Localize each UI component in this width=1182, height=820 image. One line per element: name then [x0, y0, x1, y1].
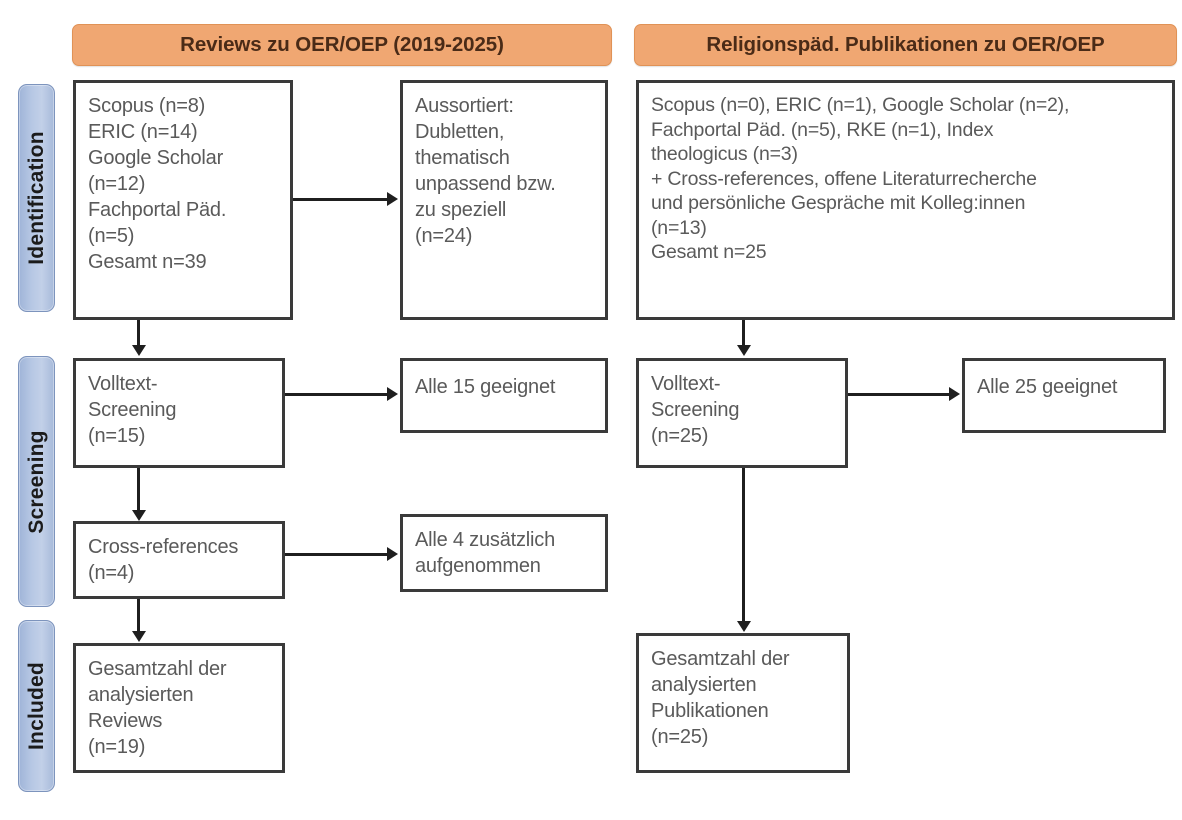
box-right-screening-result: Alle 25 geeignet [962, 358, 1166, 433]
arrowhead-left-crossrefs-to-result [387, 547, 398, 561]
connector-left-crossrefs-to-result [285, 553, 387, 556]
box-left-screening-text: Volltext- Screening (n=15) [88, 373, 177, 447]
arrowhead-right-screening-to-result [949, 387, 960, 401]
connector-right-ident-to-screening [742, 320, 745, 347]
column-header-publikationen: Religionspäd. Publikationen zu OER/OEP [634, 24, 1177, 66]
box-left-crossrefs-text: Cross-references (n=4) [88, 536, 239, 584]
stage-bar-included: Included [18, 620, 55, 792]
connector-right-screening-to-included [742, 468, 745, 623]
arrowhead-right-ident-to-screening [737, 345, 751, 356]
column-header-publikationen-label: Religionspäd. Publikationen zu OER/OEP [706, 33, 1105, 56]
connector-right-screening-to-result [848, 393, 949, 396]
box-left-excluded-text: Aussortiert: Dubletten, thematisch unpas… [415, 95, 556, 247]
box-right-identification-text: Scopus (n=0), ERIC (n=1), Google Scholar… [651, 94, 1070, 264]
box-left-identification-text: Scopus (n=8) ERIC (n=14) Google Scholar … [88, 95, 227, 273]
stage-label-identification: Identification [24, 131, 48, 265]
connector-left-screening-to-crossrefs [137, 468, 140, 512]
stage-bar-identification: Identification [18, 84, 55, 312]
connector-left-ident-to-excluded [293, 198, 387, 201]
box-left-crossrefs: Cross-references (n=4) [73, 521, 285, 599]
arrowhead-left-ident-to-screening [132, 345, 146, 356]
arrowhead-right-screening-to-included [737, 621, 751, 632]
box-right-identification: Scopus (n=0), ERIC (n=1), Google Scholar… [636, 80, 1175, 320]
arrowhead-left-screening-to-result [387, 387, 398, 401]
box-left-screening: Volltext- Screening (n=15) [73, 358, 285, 468]
box-left-included-text: Gesamtzahl der analysierten Reviews (n=1… [88, 658, 227, 758]
box-left-screening-result: Alle 15 geeignet [400, 358, 608, 433]
box-right-included-text: Gesamtzahl der analysierten Publikatione… [651, 648, 790, 748]
column-header-reviews: Reviews zu OER/OEP (2019-2025) [72, 24, 612, 66]
arrowhead-left-ident-to-excluded [387, 192, 398, 206]
box-right-screening-result-text: Alle 25 geeignet [977, 376, 1118, 398]
connector-left-ident-to-screening [137, 320, 140, 347]
box-left-screening-result-text: Alle 15 geeignet [415, 376, 556, 398]
box-right-screening-text: Volltext- Screening (n=25) [651, 373, 740, 447]
connector-left-screening-to-result [285, 393, 387, 396]
column-header-reviews-label: Reviews zu OER/OEP (2019-2025) [180, 33, 504, 56]
box-right-included: Gesamtzahl der analysierten Publikatione… [636, 633, 850, 773]
stage-bar-screening: Screening [18, 356, 55, 607]
box-left-identification: Scopus (n=8) ERIC (n=14) Google Scholar … [73, 80, 293, 320]
connector-left-crossrefs-to-included [137, 599, 140, 633]
arrowhead-left-crossrefs-to-included [132, 631, 146, 642]
box-left-included: Gesamtzahl der analysierten Reviews (n=1… [73, 643, 285, 773]
stage-label-included: Included [24, 662, 48, 750]
box-left-crossrefs-result-text: Alle 4 zusätzlich aufgenommen [415, 529, 555, 577]
stage-label-screening: Screening [24, 429, 48, 534]
box-right-screening: Volltext- Screening (n=25) [636, 358, 848, 468]
arrowhead-left-screening-to-crossrefs [132, 510, 146, 521]
box-left-crossrefs-result: Alle 4 zusätzlich aufgenommen [400, 514, 608, 592]
box-left-excluded: Aussortiert: Dubletten, thematisch unpas… [400, 80, 608, 320]
